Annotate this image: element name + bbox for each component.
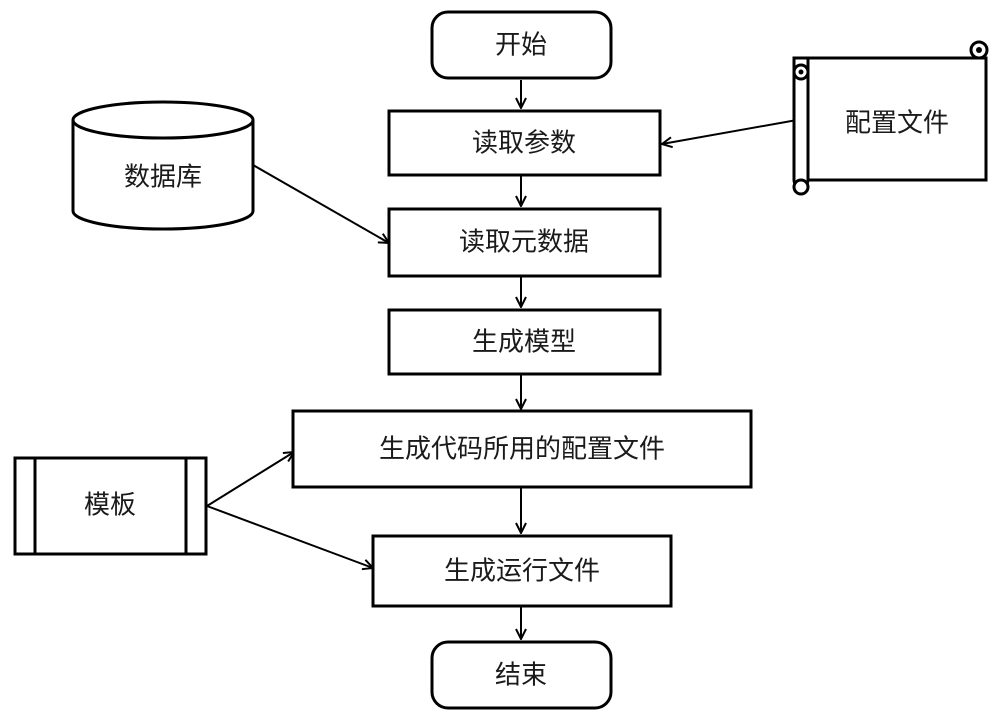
gen-run-files-node: 生成运行文件 [371,534,673,608]
read-metadata-node-label: 读取元数据 [459,228,589,258]
template-node: 模板 [13,456,208,556]
start-node-label: 开始 [495,31,547,61]
gen-run-files-node-label: 生成运行文件 [444,557,600,587]
edges [206,80,798,639]
end-node-label: 结束 [495,661,547,691]
template-node-label: 模板 [84,491,136,521]
gen-code-config-node-label: 生成代码所用的配置文件 [379,435,665,465]
edge-template-to-gen-code-config [206,452,294,507]
config-file-node-label: 配置文件 [845,109,949,139]
start-node: 开始 [430,10,613,80]
end-node: 结束 [430,640,613,710]
database-node: 数据库 [71,100,255,231]
edge-database-to-read-metadata [252,164,389,243]
read-params-node-label: 读取参数 [472,129,576,159]
gen-model-node: 生成模型 [387,308,662,376]
database-cylinder-icon [71,120,255,231]
database-node-label: 数据库 [124,163,202,193]
read-metadata-node: 读取元数据 [387,207,662,278]
config-file-node: 配置文件 [792,40,989,196]
read-params-node: 读取参数 [387,109,662,177]
gen-code-config-node: 生成代码所用的配置文件 [291,409,753,489]
gen-model-node-label: 生成模型 [472,328,576,358]
scroll-icon [792,64,810,189]
edge-template-to-gen-run-files [206,505,373,568]
edge-config-file-to-read-params [662,119,798,144]
